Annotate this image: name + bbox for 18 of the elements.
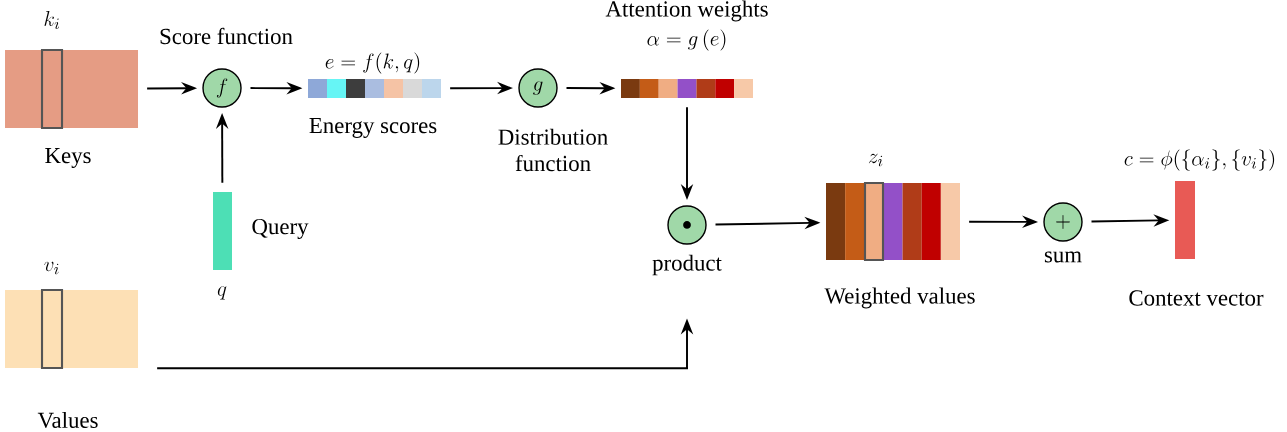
text-label: Query: [252, 218, 309, 239]
formula-label: $q$: [217, 286, 227, 300]
formula-label: $c=\phi(\{\alpha_i\},\{v_i\})$: [1124, 149, 1275, 171]
text-label: Distribution function: [498, 128, 608, 172]
formula-label: $e=f(k,q)$: [325, 52, 420, 74]
text-label: Score function: [160, 27, 293, 45]
text-label: Energy scores: [309, 118, 437, 138]
text-label: Context vector: [1129, 290, 1264, 306]
text-label: Weighted values: [824, 287, 975, 309]
formula-label: $v_i$: [44, 261, 59, 275]
text-label: Values: [37, 411, 98, 429]
formula-label: $k_i$: [44, 11, 59, 30]
text-label: product: [652, 254, 722, 276]
text-label: Keys: [45, 148, 91, 168]
text-label: Attention weights: [605, 0, 768, 22]
formula-label: $\alpha=g\left(e\right)$: [647, 29, 726, 51]
text-label: sum: [1044, 251, 1082, 263]
formula-label: $z_i$: [868, 153, 883, 167]
